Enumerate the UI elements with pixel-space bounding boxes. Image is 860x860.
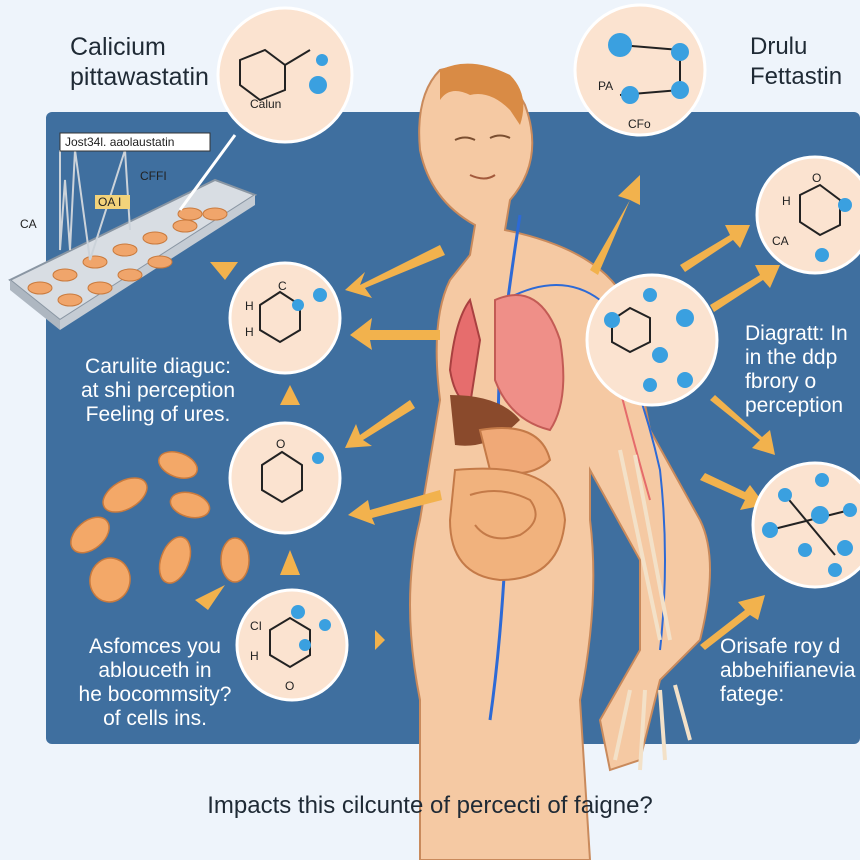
molecule-circle-right-middle	[585, 273, 719, 407]
mol-label: O	[812, 171, 821, 185]
human-figure	[409, 63, 711, 860]
svg-text:CA: CA	[20, 217, 37, 231]
title-right: Drulu Fettastin	[750, 32, 842, 92]
title-left-line-1: Calicium	[70, 33, 166, 61]
molecule-circle-top-center	[573, 3, 707, 137]
molecule-circle-left-3	[235, 588, 349, 702]
mol-label: PA	[598, 79, 613, 93]
svg-text:Jost34l. aaolaustatin: Jost34l. aaolaustatin	[65, 135, 174, 149]
mol-label: O	[276, 437, 285, 451]
mol-label: H	[782, 194, 791, 208]
bottom-question: Impacts this cilcunte of percecti of fai…	[207, 792, 653, 819]
mol-label: Calun	[250, 97, 281, 111]
mol-label: H	[250, 649, 259, 663]
left-text-1: Carulite diaguc: at shi perception Feeli…	[80, 355, 236, 426]
mol-label: CI	[250, 619, 262, 633]
title-left-line-2: pittawastatin	[70, 63, 209, 91]
molecule-circle-right-top	[755, 155, 860, 275]
svg-text:OA I: OA I	[98, 195, 121, 209]
molecule-circle-top-left	[178, 6, 354, 211]
svg-text:CFFI: CFFI	[140, 169, 167, 183]
molecule-circle-left-2	[228, 421, 342, 535]
molecule-circles	[178, 3, 860, 702]
mol-label: H	[245, 299, 254, 313]
molecule-circle-left-1	[228, 261, 342, 375]
mol-label: H	[245, 325, 254, 339]
title-left: Calicium pittawastatin	[70, 32, 209, 92]
arrows	[195, 175, 780, 650]
title-right-line-2: Fettastin	[750, 63, 843, 90]
right-text-1: Diagratt: In in the ddp fbrory o percept…	[745, 322, 848, 417]
mol-label: CFo	[628, 117, 651, 131]
loose-pills	[70, 451, 250, 603]
pill-tray	[8, 132, 258, 330]
left-text-2: Asfomces you ablouceth in he bocommsity?…	[78, 635, 232, 730]
mol-label: C	[278, 279, 287, 293]
molecule-labels: Calun PA CFo H CA O C H H O CI H O	[245, 79, 821, 693]
molecule-circle-right-bottom	[751, 461, 860, 589]
right-text-2: Orisafe roy d abbehifianevia fatege:	[720, 635, 856, 706]
tray-annotations: Jost34l. aaolaustatin CA CFFI OA I	[20, 135, 174, 231]
mol-label: CA	[772, 234, 789, 248]
title-right-line-1: Drulu	[750, 33, 808, 60]
mol-label: O	[285, 679, 294, 693]
